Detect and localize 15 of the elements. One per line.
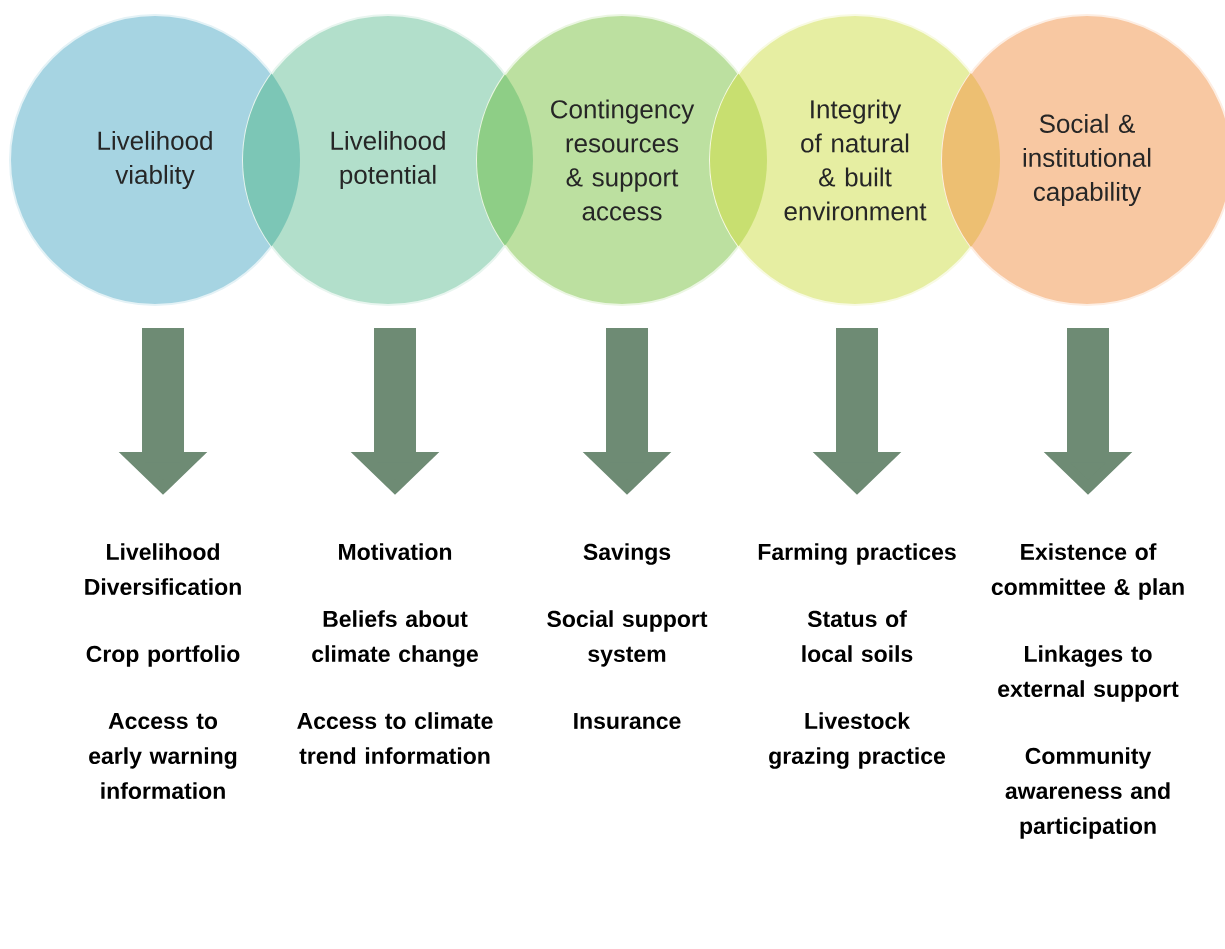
factor-label: Beliefs about climate change <box>312 610 478 667</box>
factor-label: Access to climate trend information <box>297 712 493 765</box>
factor-label: Farming practices <box>758 543 956 565</box>
factor-label: Savings <box>583 543 671 565</box>
factor-label: Social support system <box>547 610 708 667</box>
factor-label: Insurance <box>574 713 681 730</box>
factor-label: Motivation <box>339 543 452 561</box>
factor-label: Status of local soils <box>802 610 913 663</box>
factor-label: Existence of committee & plan <box>991 543 1184 600</box>
factor-label: Crop portfolio <box>86 645 240 667</box>
factor-label: Linkages to external support <box>998 645 1179 702</box>
factor-label: Livelihood Diversification <box>85 543 241 596</box>
factor-label: Community awareness and participation <box>1005 747 1170 839</box>
factor-label: Access to early warning information <box>89 713 237 800</box>
factor-label: Livestock grazing practice <box>769 712 946 769</box>
